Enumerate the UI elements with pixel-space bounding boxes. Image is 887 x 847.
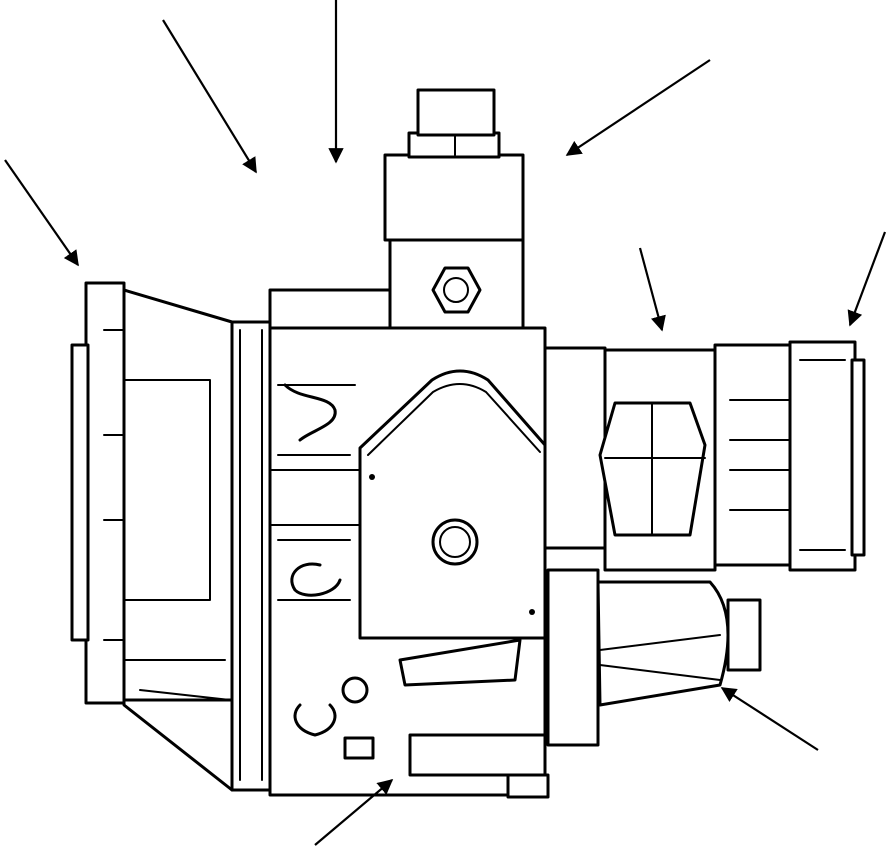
callout-arrow-7 [720,687,819,751]
valve-block [383,88,525,330]
callout-arrow-1 [4,159,79,267]
callout-arrow-5 [638,247,666,332]
callout-arrows [4,0,887,846]
regulator-cover [358,369,547,640]
solenoid [546,568,762,747]
secondary-pump [543,340,866,572]
callout-arrow-6 [847,231,887,327]
callout-arrow-2 [162,19,257,174]
adapter-plate [230,320,272,792]
callout-arrow-4 [565,59,711,156]
callout-arrow-8 [314,779,394,846]
mounting-flange [70,281,234,792]
